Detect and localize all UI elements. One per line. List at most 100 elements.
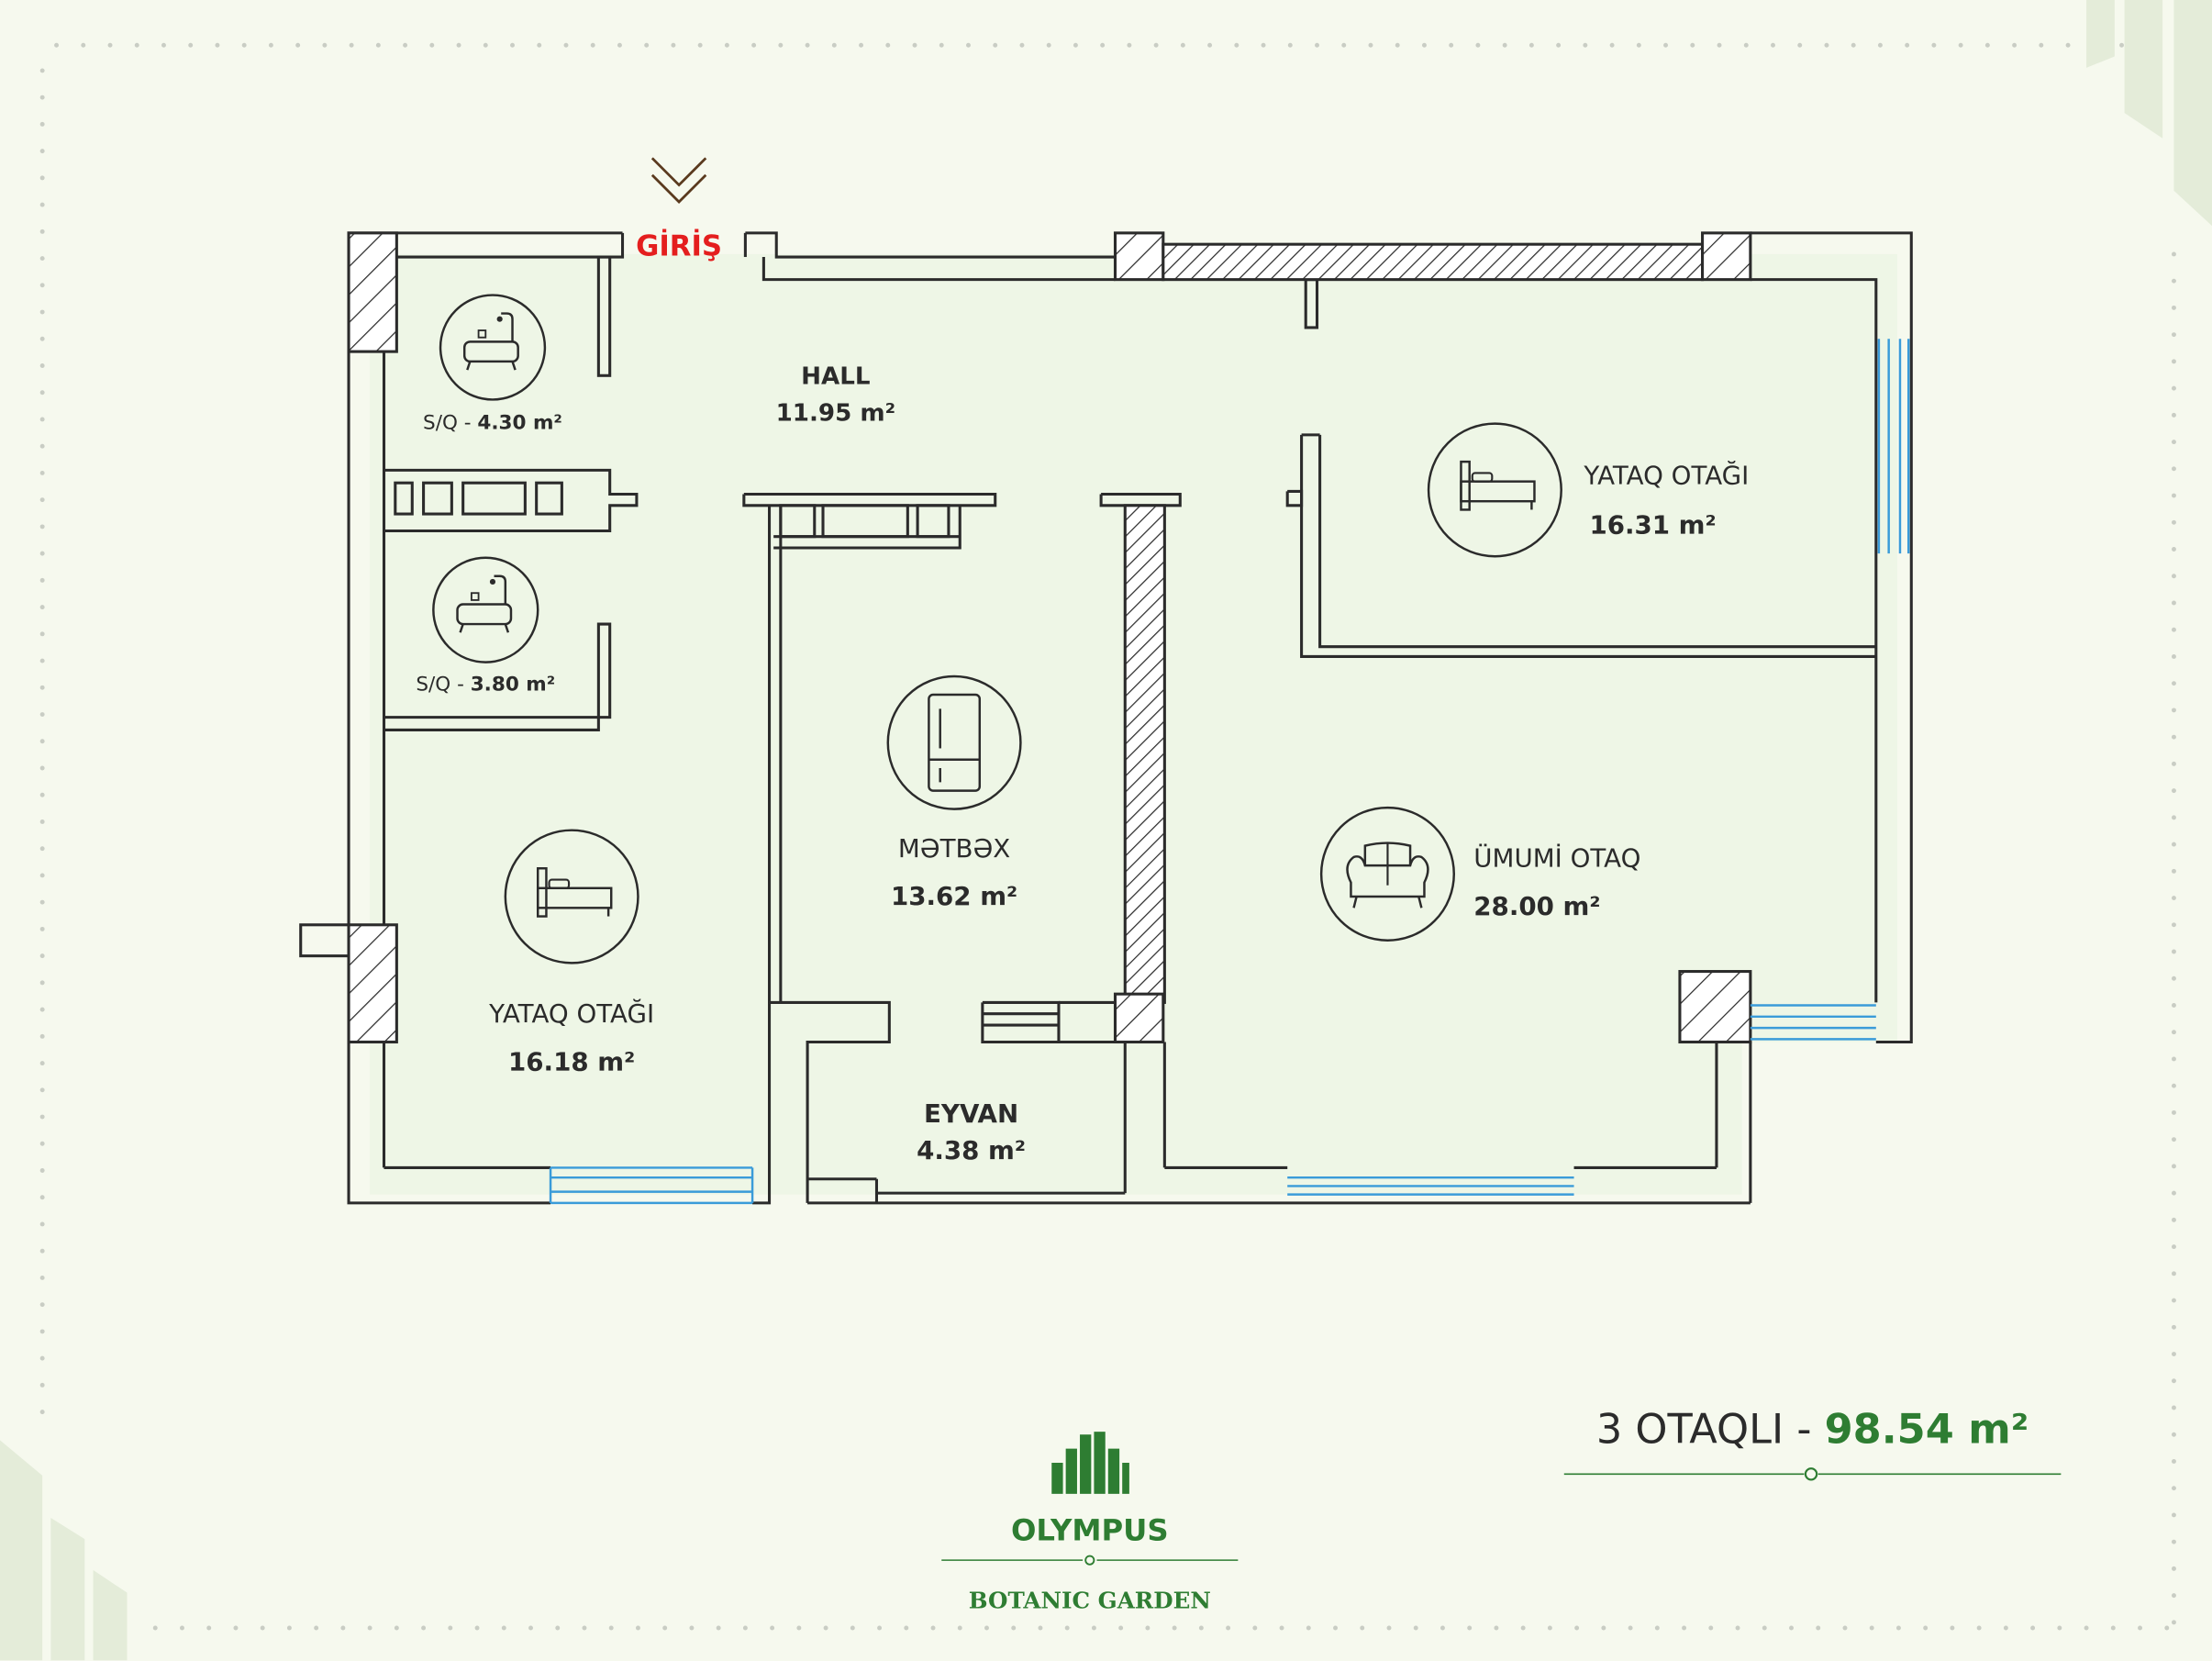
- frame-dot: [662, 1625, 668, 1631]
- frame-dot: [39, 68, 45, 73]
- frame-dot: [2171, 1620, 2176, 1625]
- frame-dot: [2171, 1539, 2176, 1544]
- frame-dot: [1556, 42, 1562, 48]
- room-bedroom-2: YATAQ OTAĞI 16.18 m²: [488, 829, 654, 1076]
- frame-dot: [314, 1625, 319, 1631]
- building-logo-icon: [1051, 1432, 1129, 1494]
- frame-dot: [1386, 1625, 1392, 1631]
- frame-dot: [930, 1625, 936, 1631]
- frame-dot: [1341, 42, 1347, 48]
- frame-dot: [39, 390, 45, 396]
- frame-dot: [1118, 1625, 1124, 1631]
- frame-dot: [1789, 1625, 1794, 1631]
- frame-dot: [233, 1625, 239, 1631]
- frame-dot: [2171, 1378, 2176, 1384]
- frame-dot: [2171, 1030, 2176, 1035]
- entrance-label: GİRİŞ: [636, 229, 722, 262]
- frame-dot: [617, 42, 622, 48]
- frame-dot: [1198, 1625, 1204, 1631]
- frame-dot: [1609, 42, 1615, 48]
- frame-dot: [456, 42, 461, 48]
- frame-dot: [1073, 42, 1078, 48]
- frame-dot: [1064, 1625, 1070, 1631]
- frame-dot: [2171, 278, 2176, 284]
- frame-dot: [1583, 42, 1588, 48]
- frame-dot: [1413, 1625, 1418, 1631]
- frame-dot: [2171, 896, 2176, 901]
- frame-dot: [778, 42, 784, 48]
- frame-dot: [2110, 1625, 2116, 1631]
- frame-dot: [689, 1625, 695, 1631]
- bed-icon: [504, 829, 639, 964]
- frame-dot: [590, 42, 595, 48]
- frame-dot: [831, 42, 837, 48]
- frame-dot: [39, 1007, 45, 1012]
- room-name: YATAQ OTAĞI: [1583, 460, 1749, 491]
- frame-dot: [421, 1625, 427, 1631]
- frame-dot: [2171, 466, 2176, 472]
- frame-dot: [39, 1033, 45, 1039]
- frame-dot: [2171, 1458, 2176, 1464]
- frame-dot: [39, 202, 45, 207]
- frame-dot: [2171, 1324, 2176, 1330]
- rooms-count-label: 3 OTAQLI -: [1596, 1405, 1825, 1453]
- frame-dot: [2057, 1625, 2062, 1631]
- frame-dot: [1475, 42, 1481, 48]
- frame-dot: [1449, 42, 1454, 48]
- frame-dot: [39, 1382, 45, 1388]
- room-bath-1: S/Q - 4.30 m²: [423, 294, 562, 435]
- frame-dot: [1502, 42, 1507, 48]
- frame-dot: [349, 42, 354, 48]
- frame-dot: [39, 1168, 45, 1173]
- frame-dot: [1046, 42, 1051, 48]
- room-name: ÜMUMİ OTAQ: [1473, 842, 1640, 874]
- frame-dot: [2171, 1217, 2176, 1222]
- frame-dot: [39, 1221, 45, 1227]
- frame-dot: [2171, 1271, 2176, 1276]
- frame-dot: [39, 1302, 45, 1308]
- frame-dot: [2119, 42, 2124, 48]
- frame-dot: [286, 1625, 292, 1631]
- frame-dot: [2065, 42, 2071, 48]
- frame-dot: [742, 1625, 748, 1631]
- frame-dot: [39, 631, 45, 637]
- frame-dot: [1708, 1625, 1714, 1631]
- room-label: S/Q - 3.80 m²: [416, 673, 555, 696]
- frame-dot: [188, 42, 194, 48]
- frame-dot: [1395, 42, 1400, 48]
- apartment-summary: 3 OTAQLI - 98.54 m²: [1563, 1405, 2062, 1481]
- frame-dot: [39, 1410, 45, 1415]
- frame-dot: [537, 42, 542, 48]
- frame-dot: [716, 1625, 721, 1631]
- frame-dot: [582, 1625, 587, 1631]
- room-name: YATAQ OTAĞI: [488, 998, 654, 1029]
- frame-dot: [2164, 1625, 2170, 1631]
- frame-dot: [39, 336, 45, 341]
- frame-dot: [957, 1625, 962, 1631]
- frame-dot: [2171, 385, 2176, 391]
- fridge-icon: [886, 674, 1022, 810]
- frame-dot: [1663, 42, 1669, 48]
- frame-dot: [796, 1625, 802, 1631]
- frame-dot: [260, 1625, 265, 1631]
- frame-dot: [340, 1625, 346, 1631]
- frame-dot: [912, 42, 917, 48]
- corner-decoration-bottom-left: [0, 1440, 128, 1661]
- frame-dot: [1869, 1625, 1874, 1631]
- frame-dot: [39, 309, 45, 315]
- window-bedroom-right: [1877, 339, 1910, 554]
- frame-dot: [1771, 42, 1775, 48]
- frame-dot: [2171, 412, 2176, 418]
- frame-dot: [2171, 332, 2176, 338]
- frame-dot: [1923, 1625, 1929, 1631]
- room-label: S/Q - 4.30 m²: [423, 412, 562, 435]
- frame-dot: [2171, 788, 2176, 794]
- window-living-bottom: [1287, 1176, 1574, 1196]
- frame-dot: [2171, 653, 2176, 659]
- frame-dot: [635, 1625, 640, 1631]
- frame-dot: [1950, 1625, 1955, 1631]
- frame-dot: [1984, 42, 1990, 48]
- frame-dot: [375, 42, 381, 48]
- frame-dot: [1279, 1625, 1284, 1631]
- frame-dot: [877, 1625, 883, 1631]
